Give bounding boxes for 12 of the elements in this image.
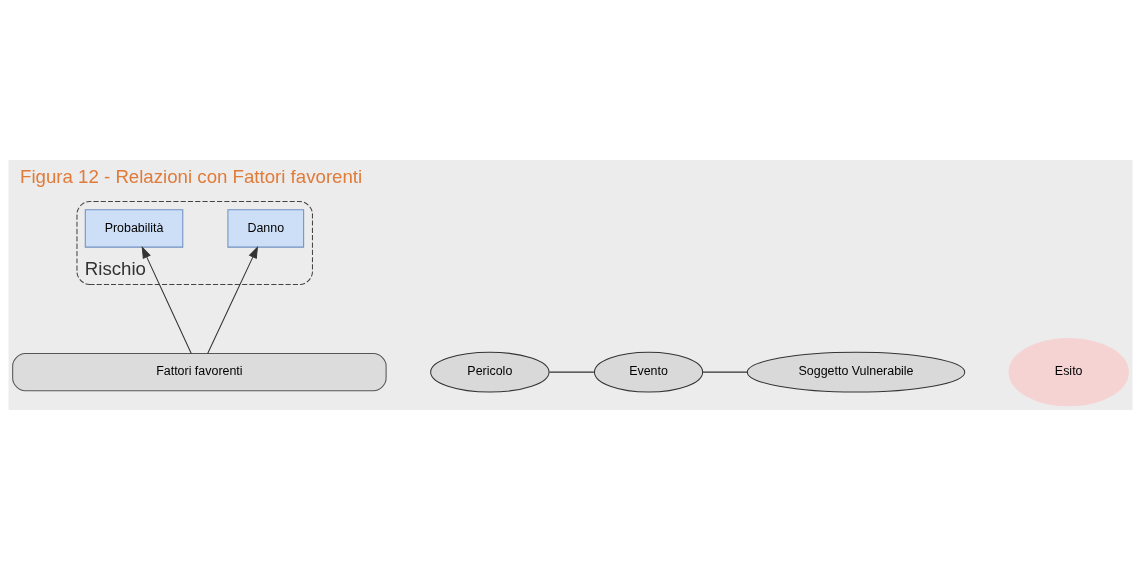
node-ellipse: Soggetto Vulnerabile: [746, 351, 966, 393]
arrow: [141, 245, 192, 354]
node-box: Danno: [227, 208, 305, 248]
connector: [548, 371, 595, 373]
node-ellipse: Pericolo: [430, 351, 550, 393]
arrow: [207, 245, 259, 354]
connector: [702, 371, 748, 373]
node-box: Probabilità: [84, 208, 184, 248]
node-ellipse: Evento: [593, 351, 704, 393]
diagram-title: Figura 12 - Relazioni con Fattori favorenti: [19, 165, 363, 187]
node-box: Fattori favorenti: [12, 352, 387, 391]
node-ellipse: Esito: [1008, 337, 1129, 406]
